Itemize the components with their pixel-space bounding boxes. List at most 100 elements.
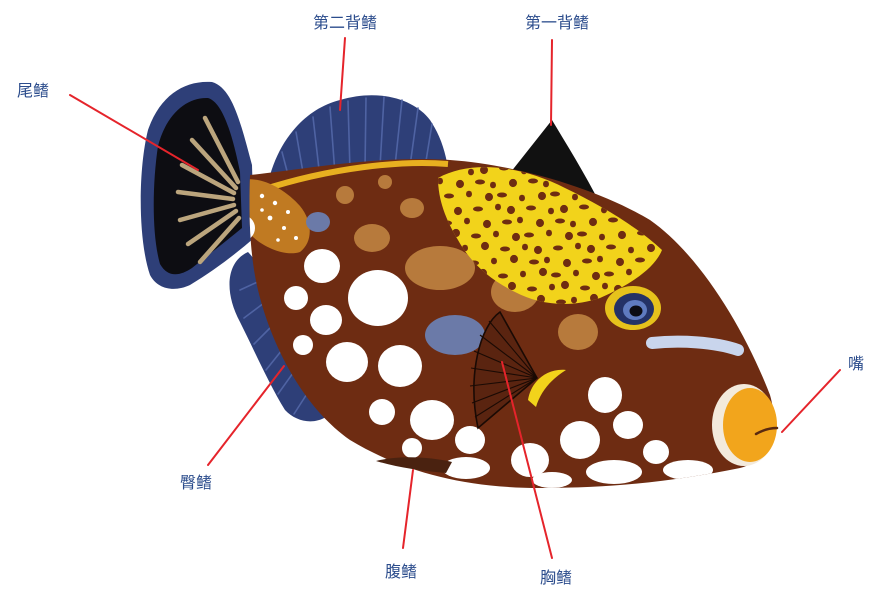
yellow-patch-spot: [498, 274, 508, 279]
white-spot: [310, 305, 342, 335]
yellow-patch-spot: [507, 206, 515, 214]
white-spot: [284, 286, 308, 310]
yellow-patch-spot: [615, 177, 623, 185]
yellow-patch-spot: [491, 258, 497, 265]
grey-blue-spot: [306, 212, 330, 232]
yellow-patch-spot: [635, 258, 645, 263]
yellow-patch-spot: [548, 208, 554, 215]
yellow-patch-spot: [456, 180, 464, 188]
yellow-patch-spot: [604, 272, 614, 277]
white-spot: [588, 377, 622, 413]
yellow-patch-spot: [610, 196, 620, 201]
yellow-patch-spot: [493, 231, 499, 238]
eye-pupil: [630, 306, 643, 317]
white-spot: [586, 460, 642, 484]
tan-spot: [378, 175, 392, 189]
yellow-patch-spot: [527, 287, 537, 292]
yellow-patch-spot: [597, 256, 603, 263]
label-second-dorsal-fin: 第二背鳍: [313, 13, 377, 32]
peduncle-dot: [260, 194, 264, 198]
yellow-patch-spot: [539, 268, 547, 276]
yellow-patch-spot: [510, 255, 518, 263]
white-spot: [326, 342, 368, 382]
yellow-patch-spot: [512, 233, 520, 241]
yellow-patch-spot: [490, 182, 496, 189]
second-dorsal-fin-ray: [365, 98, 366, 169]
yellow-patch-spot: [500, 247, 510, 252]
white-spot: [410, 400, 454, 440]
tan-spot: [354, 224, 390, 252]
yellow-patch-spot: [647, 244, 655, 252]
peduncle-dot: [273, 201, 277, 205]
peduncle-dot: [286, 210, 290, 214]
yellow-patch-spot: [626, 269, 632, 276]
yellow-patch-spot: [587, 245, 595, 253]
tan-spot: [400, 198, 424, 218]
yellow-patch-spot: [466, 191, 472, 198]
yellow-patch-spot: [606, 245, 616, 250]
yellow-patch-spot: [473, 207, 483, 212]
eye: [605, 286, 661, 330]
yellow-patch-spot: [628, 247, 634, 254]
yellow-patch-spot: [517, 217, 523, 224]
white-spot: [348, 270, 408, 326]
label-anal-fin: 臀鳍: [180, 473, 212, 492]
yellow-patch-spot: [528, 179, 538, 184]
yellow-patch-spot: [593, 164, 601, 172]
tan-spot: [336, 186, 354, 204]
leader-line-mouth: [782, 370, 840, 432]
yellow-patch-spot: [663, 195, 673, 200]
yellow-patch-spot: [508, 282, 516, 290]
yellow-patch-spot: [520, 271, 526, 278]
yellow-patch-spot: [497, 193, 507, 198]
yellow-patch-spot: [556, 300, 566, 305]
yellow-patch-spot: [538, 192, 546, 200]
label-mouth: 嘴: [848, 354, 864, 373]
yellow-patch-spot: [546, 230, 552, 237]
yellow-patch-spot: [555, 219, 565, 224]
yellow-patch-spot: [549, 284, 555, 291]
yellow-patch-spot: [454, 207, 462, 215]
yellow-patch-spot: [570, 221, 576, 228]
yellow-patch-spot: [529, 260, 539, 265]
peduncle-dot: [282, 226, 286, 230]
yellow-patch-spot: [509, 179, 517, 187]
yellow-patch-spot: [571, 297, 577, 304]
yellow-patch-spot: [468, 169, 474, 176]
yellow-patch-spot: [522, 244, 528, 251]
white-spot: [613, 411, 643, 439]
white-spot: [442, 457, 490, 479]
yellow-patch-spot: [560, 205, 568, 213]
yellow-patch-spot: [618, 231, 626, 239]
yellow-patch-spot: [543, 181, 549, 188]
yellow-patch-spot: [526, 206, 536, 211]
yellow-patch-spot: [495, 204, 501, 211]
yellow-patch-spot: [627, 166, 633, 173]
yellow-patch-spot: [519, 195, 525, 202]
yellow-patch-spot: [575, 243, 581, 250]
yellow-patch-spot: [471, 234, 481, 239]
yellow-patch-spot: [485, 193, 493, 201]
yellow-patch-spot: [599, 234, 605, 241]
caudal-fin: [141, 82, 254, 289]
yellow-patch-spot: [464, 218, 470, 225]
yellow-patch-spot: [661, 222, 671, 227]
yellow-patch-spot: [483, 220, 491, 228]
white-spot: [293, 335, 313, 355]
white-spot: [369, 399, 395, 425]
white-spot: [304, 249, 340, 283]
yellow-patch-spot: [625, 193, 631, 200]
yellow-patch-spot: [534, 246, 542, 254]
yellow-patch-spot: [544, 257, 550, 264]
yellow-patch-spot: [577, 232, 587, 237]
yellow-patch-spot: [634, 182, 644, 187]
yellow-patch-spot: [551, 273, 561, 278]
label-caudal-fin: 尾鳍: [17, 81, 49, 100]
white-spot: [663, 460, 713, 480]
yellow-patch-spot: [644, 190, 652, 198]
white-spot: [643, 440, 669, 464]
leader-line-anal-fin: [208, 366, 284, 465]
yellow-patch-spot: [658, 168, 668, 173]
tan-spot: [558, 314, 598, 350]
